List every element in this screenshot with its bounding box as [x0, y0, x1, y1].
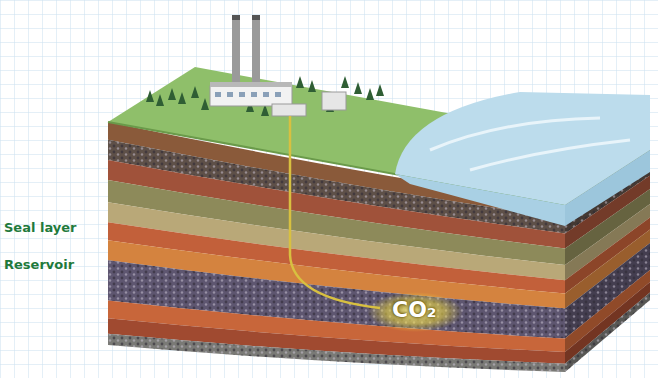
side-shade [565, 293, 650, 373]
window [251, 92, 257, 97]
layer-label: Seal layer [4, 220, 76, 235]
chimney-top [252, 15, 260, 20]
tree [146, 90, 154, 102]
rock-layer-side [565, 282, 650, 364]
window [227, 92, 233, 97]
tree [354, 82, 362, 94]
plant-roof [210, 82, 292, 87]
tree [308, 80, 316, 92]
lake-front [395, 174, 565, 226]
co2-glow [367, 292, 463, 332]
chimney [232, 15, 240, 89]
tree [168, 88, 176, 100]
gravel-texture [108, 334, 565, 372]
chimney [252, 15, 260, 89]
gas-label: CO₂ [392, 297, 436, 322]
side-shade [565, 270, 650, 352]
power-plant [210, 15, 346, 116]
side-shade [565, 282, 650, 364]
rock-layer [108, 334, 565, 372]
tree [341, 76, 349, 88]
tree [296, 76, 304, 88]
tree [156, 94, 164, 106]
window [239, 92, 245, 97]
gravel-texture [565, 293, 650, 373]
tree [201, 98, 209, 110]
tree [376, 84, 384, 96]
trees [146, 76, 384, 116]
layer-label: Reservoir [4, 257, 74, 272]
land-surface [108, 67, 650, 205]
wellhead-building [272, 104, 306, 116]
chimney-top [232, 15, 240, 20]
lake-ripples [430, 118, 630, 170]
rock-layer-side [565, 293, 650, 373]
tree [366, 88, 374, 100]
lake-side [565, 150, 650, 226]
window [215, 92, 221, 97]
window [275, 92, 281, 97]
rock-layer-side [565, 270, 650, 352]
injection-well [290, 116, 380, 308]
tree [178, 92, 186, 104]
tree [191, 86, 199, 98]
annex-building [322, 92, 346, 110]
plant-building [210, 86, 292, 106]
window [263, 92, 269, 97]
